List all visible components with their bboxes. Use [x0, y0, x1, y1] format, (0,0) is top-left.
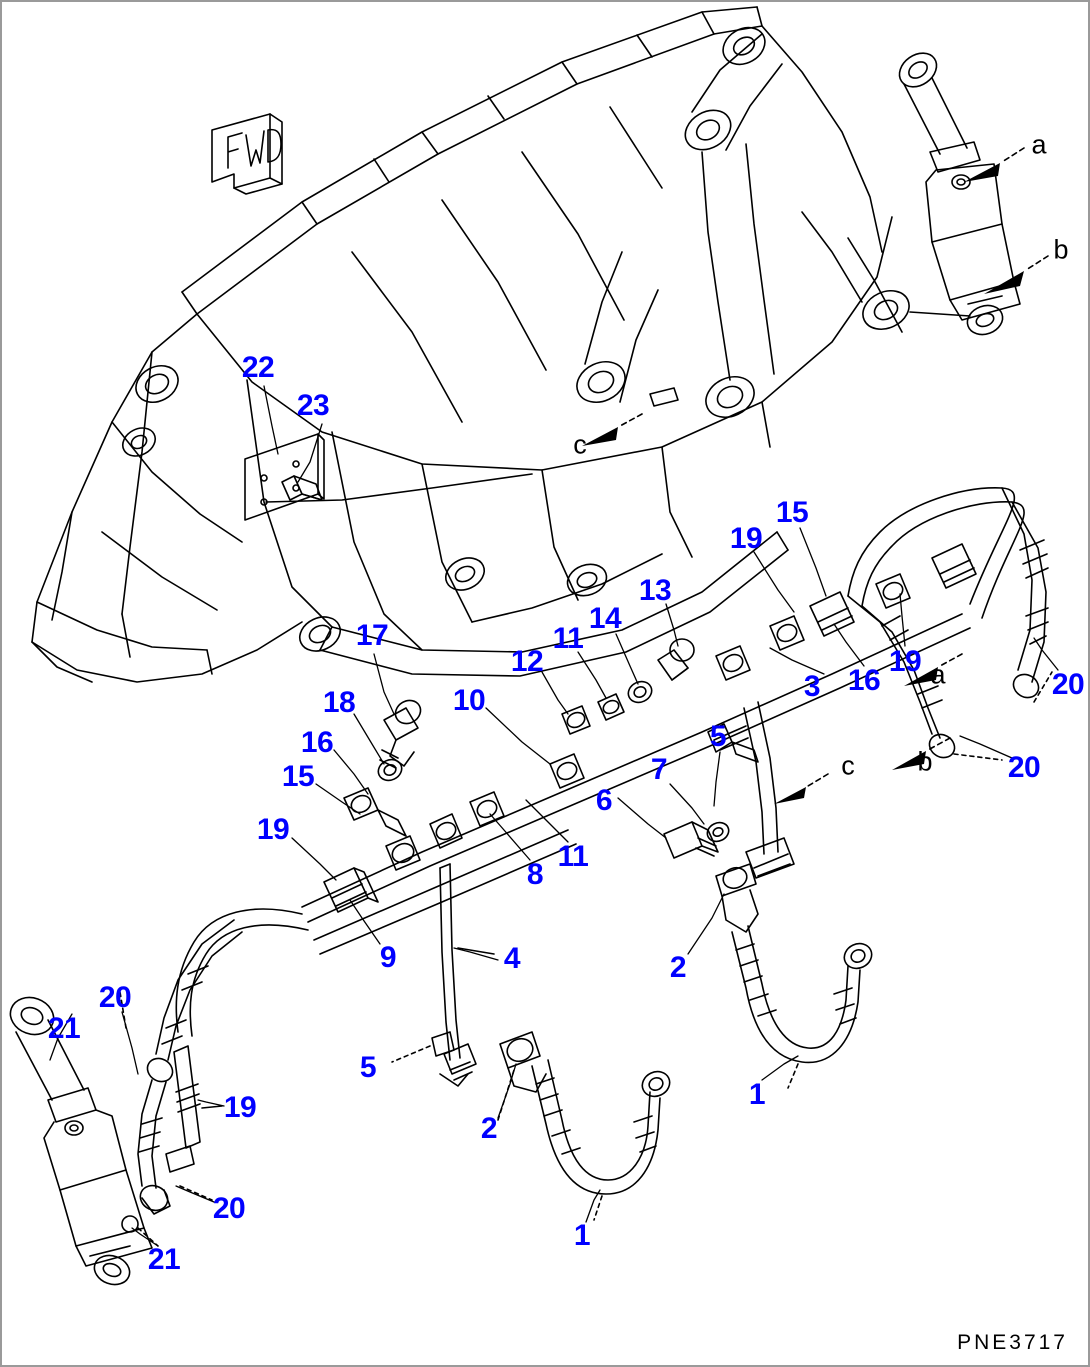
part-callout: 15: [775, 496, 809, 529]
part-callout: 16: [847, 664, 881, 697]
part-callout: 14: [588, 602, 622, 635]
left-hose-loop: [119, 908, 309, 1215]
part-callout: 11: [557, 840, 589, 873]
drawing-number: PNE3717: [957, 1331, 1068, 1354]
part-callout: 18: [322, 686, 356, 719]
part-callout: 1: [573, 1219, 591, 1252]
main-pipe-run: [301, 613, 971, 955]
pipe-clamps: [323, 543, 977, 913]
right-drop-pipe: [707, 701, 795, 933]
part-callout: 22: [241, 351, 275, 384]
part-callout: 19: [888, 645, 922, 678]
part-callout: 10: [452, 684, 486, 717]
part-callout: 23: [296, 389, 330, 422]
part-callout: 6: [595, 784, 613, 817]
part-callout: 12: [510, 645, 544, 678]
part-callout: 1: [748, 1078, 766, 1111]
part-callout: 7: [650, 753, 668, 786]
section-letter: b: [1053, 234, 1069, 265]
section-letter: c: [573, 429, 587, 460]
part-callout: 16: [300, 726, 334, 759]
section-ab-arrows-right: [892, 653, 963, 770]
part-callout: 3: [803, 670, 821, 703]
part-callout: 2: [480, 1112, 498, 1145]
cylinder-top-right: [898, 52, 1049, 336]
part-callout: 20: [98, 981, 132, 1014]
part-callout: 11: [552, 622, 584, 655]
right-hose-loop: [847, 487, 1053, 761]
part-callout: 19: [223, 1091, 257, 1124]
section-letter: a: [1031, 129, 1047, 160]
part-callout: 8: [526, 858, 544, 891]
part-callout: 5: [709, 720, 727, 753]
part-callout: 20: [1007, 751, 1041, 784]
part-callout: 21: [147, 1243, 181, 1276]
part-callout: 20: [1051, 668, 1085, 701]
bolt-18-fitting-17: [343, 699, 422, 837]
fwd-marker: [211, 113, 283, 195]
part-callout: 9: [379, 941, 397, 974]
part-callout: 2: [669, 951, 687, 984]
bolt-7: [663, 821, 730, 859]
bucket-assembly: [31, 6, 910, 683]
cylinder-bottom-left: [9, 996, 159, 1286]
section-c-arrow-upper: [582, 387, 679, 446]
part-callout: 21: [47, 1012, 81, 1045]
part-callout: 19: [729, 522, 763, 555]
section-letter: c: [841, 750, 855, 781]
section-letter: b: [917, 746, 933, 777]
center-drop-tube: [391, 863, 495, 1087]
hose-assembly-right: [731, 925, 873, 1089]
part-callout: 19: [256, 813, 290, 846]
part-callout: 15: [281, 760, 315, 793]
part-callout: 5: [359, 1051, 377, 1084]
part-callout: 13: [638, 574, 672, 607]
part-callout: 17: [355, 619, 389, 652]
leader-lines: [49, 385, 1059, 1247]
hose-assembly-center: [497, 1031, 671, 1221]
part-callout: 4: [503, 942, 521, 975]
bracket-and-bolt: [244, 433, 325, 521]
section-letter: a: [930, 659, 946, 690]
part-callout: 20: [212, 1192, 246, 1225]
section-c-arrow-lower: [774, 773, 829, 804]
